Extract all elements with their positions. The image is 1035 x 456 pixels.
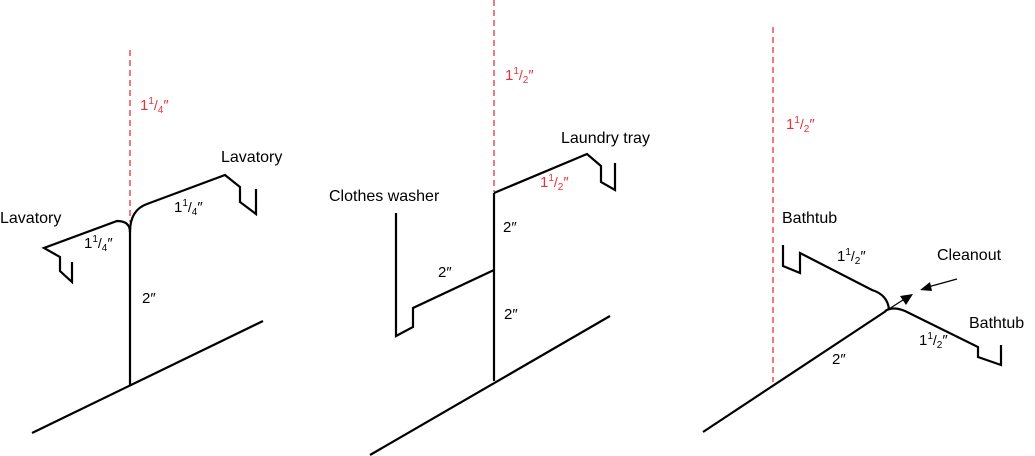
drain-size-label: 2″: [832, 351, 846, 368]
diagram-lavatories: [31, 50, 264, 434]
vent-size-label: 11/2″: [505, 66, 534, 86]
building-drain: [702, 310, 887, 433]
stack-upper-size-label: 2″: [503, 219, 517, 236]
fixture-label-bathtub-upper: Bathtub: [782, 210, 838, 227]
vent-size-label: 11/2″: [786, 115, 815, 135]
diagram-laundry: [369, 0, 617, 456]
stack-lower-size-label: 2″: [504, 306, 518, 323]
laundry-branch-size-label: 11/2″: [540, 173, 569, 193]
branch-size-label-left: 11/4″: [84, 234, 113, 254]
cleanout-pointer: [927, 278, 958, 288]
lower-branch-size-label: 11/2″: [919, 331, 948, 351]
vent-size-label: 11/4″: [140, 96, 169, 116]
fixture-label-clothes-washer: Clothes washer: [329, 188, 440, 205]
diagram-bathtubs: [702, 27, 1003, 433]
washer-branch-size-label: 2″: [438, 264, 452, 281]
stack-size-label: 2″: [142, 290, 156, 307]
building-drain: [31, 320, 264, 434]
branch-size-label-right: 11/4″: [174, 198, 203, 218]
upper-branch-size-label: 11/2″: [837, 247, 866, 267]
cleanout-arrowhead-icon: [900, 294, 913, 305]
fixture-label-lavatory-left: Lavatory: [0, 210, 62, 227]
fixture-label-lavatory-right: Lavatory: [221, 149, 283, 166]
clothes-washer-branch: [394, 213, 495, 338]
building-drain: [369, 315, 611, 456]
right-lavatory-branch: [128, 173, 258, 233]
laundry-tray-branch: [493, 152, 617, 195]
upper-bathtub-branch: [781, 245, 891, 311]
fixture-label-bathtub-lower: Bathtub: [969, 315, 1025, 332]
fixture-label-laundry-tray: Laundry tray: [561, 130, 650, 147]
lower-bathtub-branch: [884, 307, 1003, 367]
cleanout-label: Cleanout: [937, 247, 1002, 264]
cleanout-pointer-arrow-icon: [920, 282, 932, 291]
